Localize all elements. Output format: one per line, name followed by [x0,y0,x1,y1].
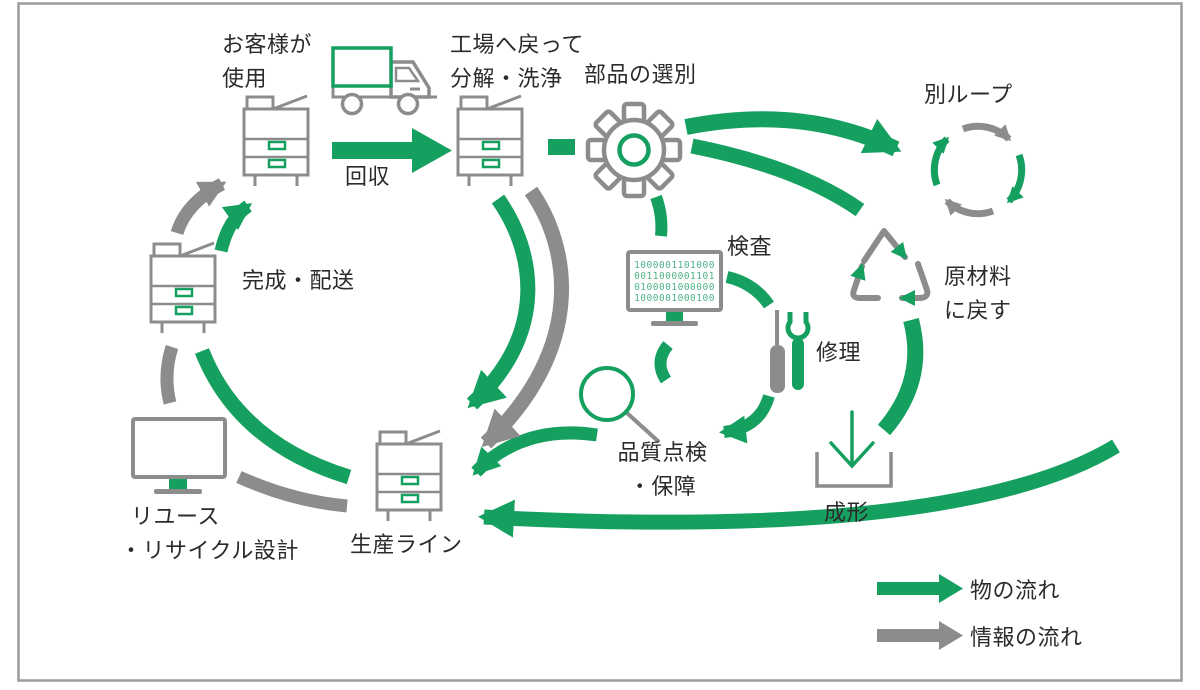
legend-material-arrow [877,574,963,603]
label-repair: 修理 [816,340,862,365]
label-molding: 成形 [824,500,870,525]
binary-line-2: 0011000001101 [634,271,715,282]
binary-monitor-icon: 1000001101000 0011000001101 010000100000… [626,250,723,326]
truck-icon [331,46,437,116]
printer-icon-delivery [149,241,217,335]
arrow-collection [332,128,452,173]
loop-arrows-icon [930,122,1026,218]
recycle-triangle-icon [850,228,931,306]
design-monitor-icon [131,417,227,494]
printer-icon-customer [242,94,310,188]
label-another-loop: 別ループ [924,82,1013,107]
label-quality: 品質点検 ・保障 [617,440,708,499]
flow-arrows [160,111,1120,538]
arc-production-to-delivery [195,348,352,485]
arrow-quality-to-production [471,426,598,477]
arc-sorting-to-inspection [650,194,668,237]
arrow-repair-to-quality [719,394,775,444]
arrow-factory-to-production-material [466,194,536,410]
printer-icon-factory [456,94,524,188]
legend-information-label: 情報の流れ [970,625,1083,650]
arrow-sorting-to-another-loop [684,111,902,157]
arc-raw-materials-to-molding [877,317,924,436]
legend-material-label: 物の流れ [970,578,1061,603]
arc-sorting-to-raw-materials [690,138,865,217]
magnifier-icon [579,366,661,444]
label-customer: お客様が 使用 [222,32,313,91]
arc-reuse-to-production-information [236,471,348,513]
legend-information-arrow [877,621,963,650]
arrow-factory-to-production-information [480,186,570,449]
label-raw-materials: 原材料 に戻す [944,264,1012,323]
label-factory: 工場へ戻って 分解・洗浄 [450,32,584,91]
dash-factory-to-sorting [548,139,575,155]
arc-delivery-to-reuse-information [160,345,179,405]
arc-inspection-to-quality [654,341,673,384]
label-collection: 回収 [345,164,391,189]
label-delivery: 完成・配送 [242,268,355,293]
arc-inspection-to-repair [725,271,774,309]
frame-border [17,2,1183,682]
arrow-delivery-to-customer-material [214,200,253,253]
label-production: 生産ライン [350,532,463,557]
printer-icon-production [375,429,443,523]
binary-line-4: 1000001000100 [634,293,715,304]
arrow-delivery-to-customer-information [170,178,227,236]
label-inspection: 検査 [727,234,773,259]
arrow-molding-to-production [478,439,1120,538]
label-reuse-design: リユース ・リサイクル設計 [120,504,299,563]
molding-icon [815,410,893,488]
label-sorting: 部品の選別 [584,62,697,87]
binary-line-3: 0100001000000 [634,282,715,293]
gear-icon [585,101,683,199]
repair-tools-icon [770,310,811,393]
binary-line-1: 1000001101000 [634,260,715,271]
